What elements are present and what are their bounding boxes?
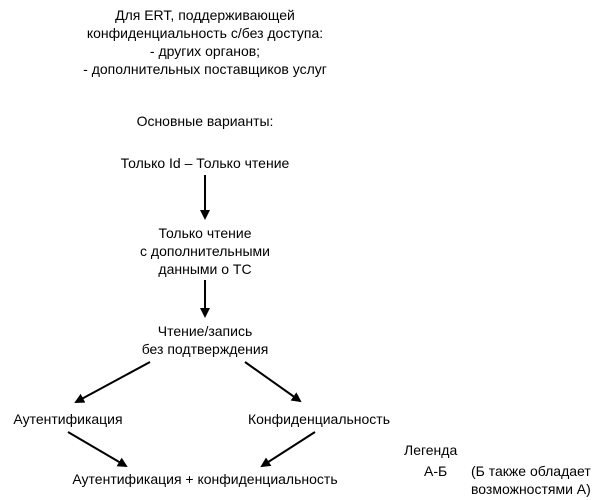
header-line-4: - дополнительных поставщиков услуг [83, 61, 327, 77]
node-conf: Конфиденциальность [247, 411, 391, 427]
legend-desc: (Б также обладает возможностями А) [471, 462, 591, 498]
node-readwrite-line-2: без подтверждения [141, 341, 269, 357]
arrow-conf-to-authconf [260, 431, 316, 468]
node-readonly-extra: Только чтение с дополнительными данными … [140, 224, 270, 278]
node-readonly-extra-line-3: данными о ТС [158, 261, 252, 277]
legend-title: Легенда [404, 442, 458, 458]
variants-title: Основные варианты: [136, 113, 274, 129]
legend-desc-line-1: (Б также обладает [471, 463, 591, 479]
legend-key: А-Б [424, 463, 448, 479]
header-text: Для ERT, поддерживающей конфиденциальнос… [83, 6, 327, 78]
header-line-3: - других органов; [149, 43, 261, 59]
node-auth-conf: Аутентификация + конфиденциальность [72, 471, 338, 487]
node-id-readonly: Только Id – Только чтение [120, 155, 290, 171]
arrow-readwrite-to-auth [74, 361, 151, 403]
node-readonly-extra-line-1: Только чтение [158, 225, 252, 241]
node-auth: Аутентификация [13, 411, 123, 427]
header-line-1: Для ERT, поддерживающей [115, 7, 295, 23]
node-readwrite-line-1: Чтение/запись [157, 323, 253, 339]
node-readonly-extra-line-2: с дополнительными [140, 243, 270, 259]
header-line-2: конфиденциальность с/без доступа: [86, 25, 324, 41]
arrow-readwrite-to-conf [244, 361, 302, 403]
node-readwrite: Чтение/запись без подтверждения [142, 322, 269, 358]
arrow-auth-to-authconf [67, 431, 128, 468]
legend-desc-line-2: возможностями А) [471, 481, 591, 497]
